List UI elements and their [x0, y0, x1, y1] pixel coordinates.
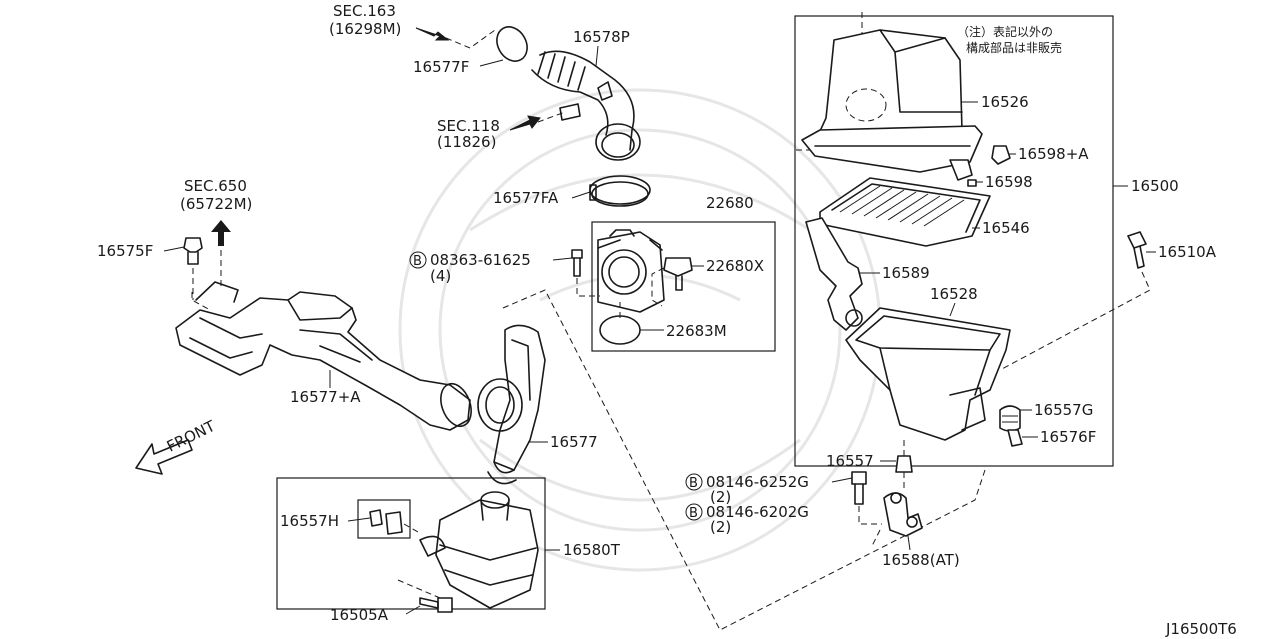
label-16588AT: 16588(AT)	[882, 551, 960, 569]
label-22680: 22680	[706, 194, 754, 212]
air-cleaner-group-box	[794, 15, 1114, 467]
bolt-16576F	[1007, 429, 1023, 447]
label-16578P: 16578P	[573, 28, 630, 46]
label-16557H: 16557H	[280, 512, 339, 530]
svg-text:SEC.163: SEC.163	[333, 2, 396, 20]
hose-16577	[477, 324, 546, 485]
note-line-2: 構成部品は非販売	[966, 40, 1062, 55]
svg-text:SEC.650: SEC.650	[184, 177, 247, 195]
bolt-symbol-3: B	[689, 506, 698, 521]
sec-163-reference: SEC.163 (16298M)	[329, 2, 496, 49]
label-16577: 16577	[550, 433, 598, 451]
svg-text:(11826): (11826)	[437, 133, 496, 151]
front-arrow: FRONT	[135, 417, 219, 475]
part-labels: 16578P 16577F 16577FA 22680 B 08363-6162…	[97, 28, 1237, 638]
svg-text:(16298M): (16298M)	[329, 20, 401, 38]
label-16528: 16528	[930, 285, 978, 303]
clip-16598	[949, 159, 977, 187]
label-16598A: 16598+A	[1018, 145, 1089, 163]
svg-text:SEC.118: SEC.118	[437, 117, 500, 135]
diagram-id: J16500T6	[1165, 620, 1237, 638]
label-08146-6202G-qty: (2)	[710, 518, 731, 536]
label-08363-61625: 08363-61625	[430, 251, 531, 269]
label-16598: 16598	[985, 173, 1033, 191]
label-16557G: 16557G	[1034, 401, 1093, 419]
label-16505A: 16505A	[330, 606, 389, 624]
air-duct-16578P	[496, 26, 641, 161]
throttle-chamber-group-box	[591, 221, 776, 352]
clip-16598A	[991, 145, 1011, 165]
grommet-16557H	[369, 509, 419, 535]
label-16576F: 16576F	[1040, 428, 1096, 446]
clip-16575F	[183, 237, 203, 300]
grommet-detail-box	[357, 499, 411, 539]
label-08363-qty: (4)	[430, 267, 451, 285]
throttle-chamber-22680	[597, 229, 665, 313]
bolt-08363-61625	[571, 249, 600, 297]
bolt-symbol-2: B	[689, 476, 698, 491]
bolt-08146-6252G	[851, 471, 882, 525]
sensor-22680X	[651, 257, 693, 307]
note-line-1: （注）表記以外の	[957, 24, 1053, 39]
bolt-symbol-1: B	[413, 254, 422, 269]
label-16526: 16526	[981, 93, 1029, 111]
grommet-16557G	[999, 405, 1021, 432]
label-08146-6252G: 08146-6252G	[706, 473, 809, 491]
resonator-group-box	[276, 477, 546, 610]
bracket-16588	[871, 492, 923, 547]
grommet-16557	[895, 440, 913, 490]
label-16577A: 16577+A	[290, 388, 361, 406]
bracket-16589	[805, 217, 863, 331]
label-16580T: 16580T	[563, 541, 621, 559]
label-16575F: 16575F	[97, 242, 153, 260]
label-16557: 16557	[826, 452, 874, 470]
air-cleaner-cover-16526	[801, 29, 983, 173]
resonator-16580T	[419, 491, 539, 609]
svg-text:(65722M): (65722M)	[180, 195, 252, 213]
clamp-16577FA	[589, 175, 651, 207]
label-08146-6202G: 08146-6202G	[706, 503, 809, 521]
label-16577FA: 16577FA	[493, 189, 559, 207]
air-cleaner-body-16528	[845, 307, 1011, 441]
filter-element-16546	[819, 177, 991, 247]
label-16577F: 16577F	[413, 58, 469, 76]
group-dashed-line-bottom	[502, 289, 986, 631]
label-16510A: 16510A	[1158, 243, 1217, 261]
air-inlet-16577A	[175, 281, 472, 431]
label-16500: 16500	[1131, 177, 1179, 195]
label-16546: 16546	[982, 219, 1030, 237]
label-16589: 16589	[882, 264, 930, 282]
label-08146-6252G-qty: (2)	[710, 488, 731, 506]
sec-650-reference: SEC.650 (65722M)	[180, 177, 252, 288]
label-22680X: 22680X	[706, 257, 764, 275]
bolt-16505A	[397, 579, 453, 613]
bolt-16510A	[999, 231, 1151, 371]
sec-118-reference: SEC.118 (11826)	[437, 111, 566, 151]
label-22683M: 22683M	[666, 322, 727, 340]
